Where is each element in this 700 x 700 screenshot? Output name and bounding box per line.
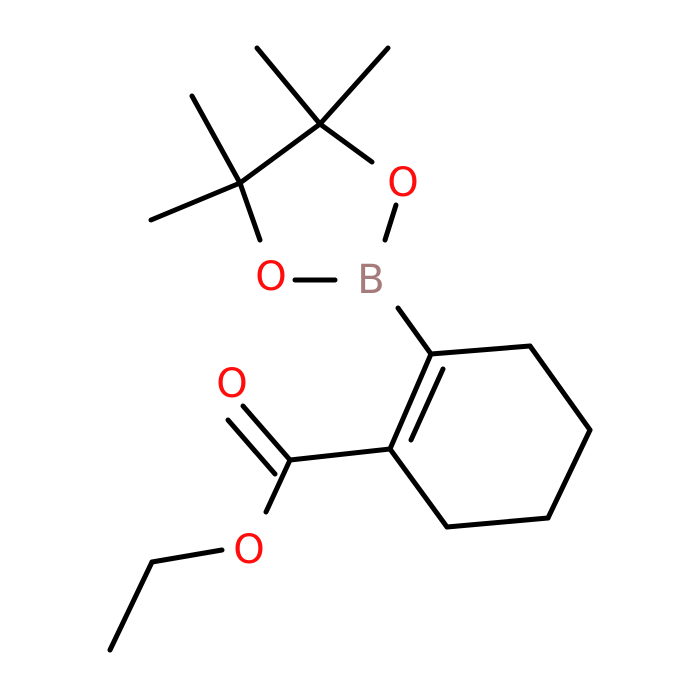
- bond-ring-3: [545, 427, 593, 521]
- atom-oxygen-ring-upper: O: [387, 160, 418, 206]
- bond-ring-4: [444, 515, 551, 530]
- atom-oxygen-ring-lower: O: [255, 254, 286, 300]
- bond-c1-o-upper: [317, 121, 375, 165]
- pinacol-ring: [237, 121, 399, 283]
- bond-ethyl: [107, 559, 155, 653]
- bond-methyl-3: [189, 93, 243, 186]
- bond-methyl-2: [317, 45, 391, 127]
- bond-carbonyl-double-b: [225, 417, 278, 477]
- bond-ring-5: [387, 446, 450, 530]
- methyl-groups: [148, 45, 391, 223]
- bond-ring-2: [527, 343, 593, 433]
- bond-methyl-4: [148, 180, 243, 223]
- bond-b-c-ring: [395, 305, 434, 357]
- cyclohexene-ring: [387, 343, 593, 530]
- bond-ring-double-b: [408, 366, 446, 443]
- atom-oxygen-ester: O: [233, 527, 264, 573]
- bond-methyl-1: [254, 45, 323, 127]
- atom-boron: B: [357, 257, 384, 303]
- bond-carbonyl-double-a: [240, 403, 293, 463]
- ester-group: [107, 403, 393, 653]
- bond-c1-c2: [237, 121, 323, 186]
- bond-ring-1: [428, 343, 533, 357]
- bond-ring-carbonyl-c: [287, 446, 393, 463]
- bond-o-upper-b: [382, 202, 399, 243]
- atom-oxygen-carbonyl: O: [216, 361, 247, 407]
- bond-ring-double-a: [387, 351, 434, 452]
- bond-c2-o-lower: [237, 180, 263, 243]
- bond-carbonyl-o-ester: [263, 457, 293, 515]
- bond-o-ester-ethyl: [149, 547, 225, 565]
